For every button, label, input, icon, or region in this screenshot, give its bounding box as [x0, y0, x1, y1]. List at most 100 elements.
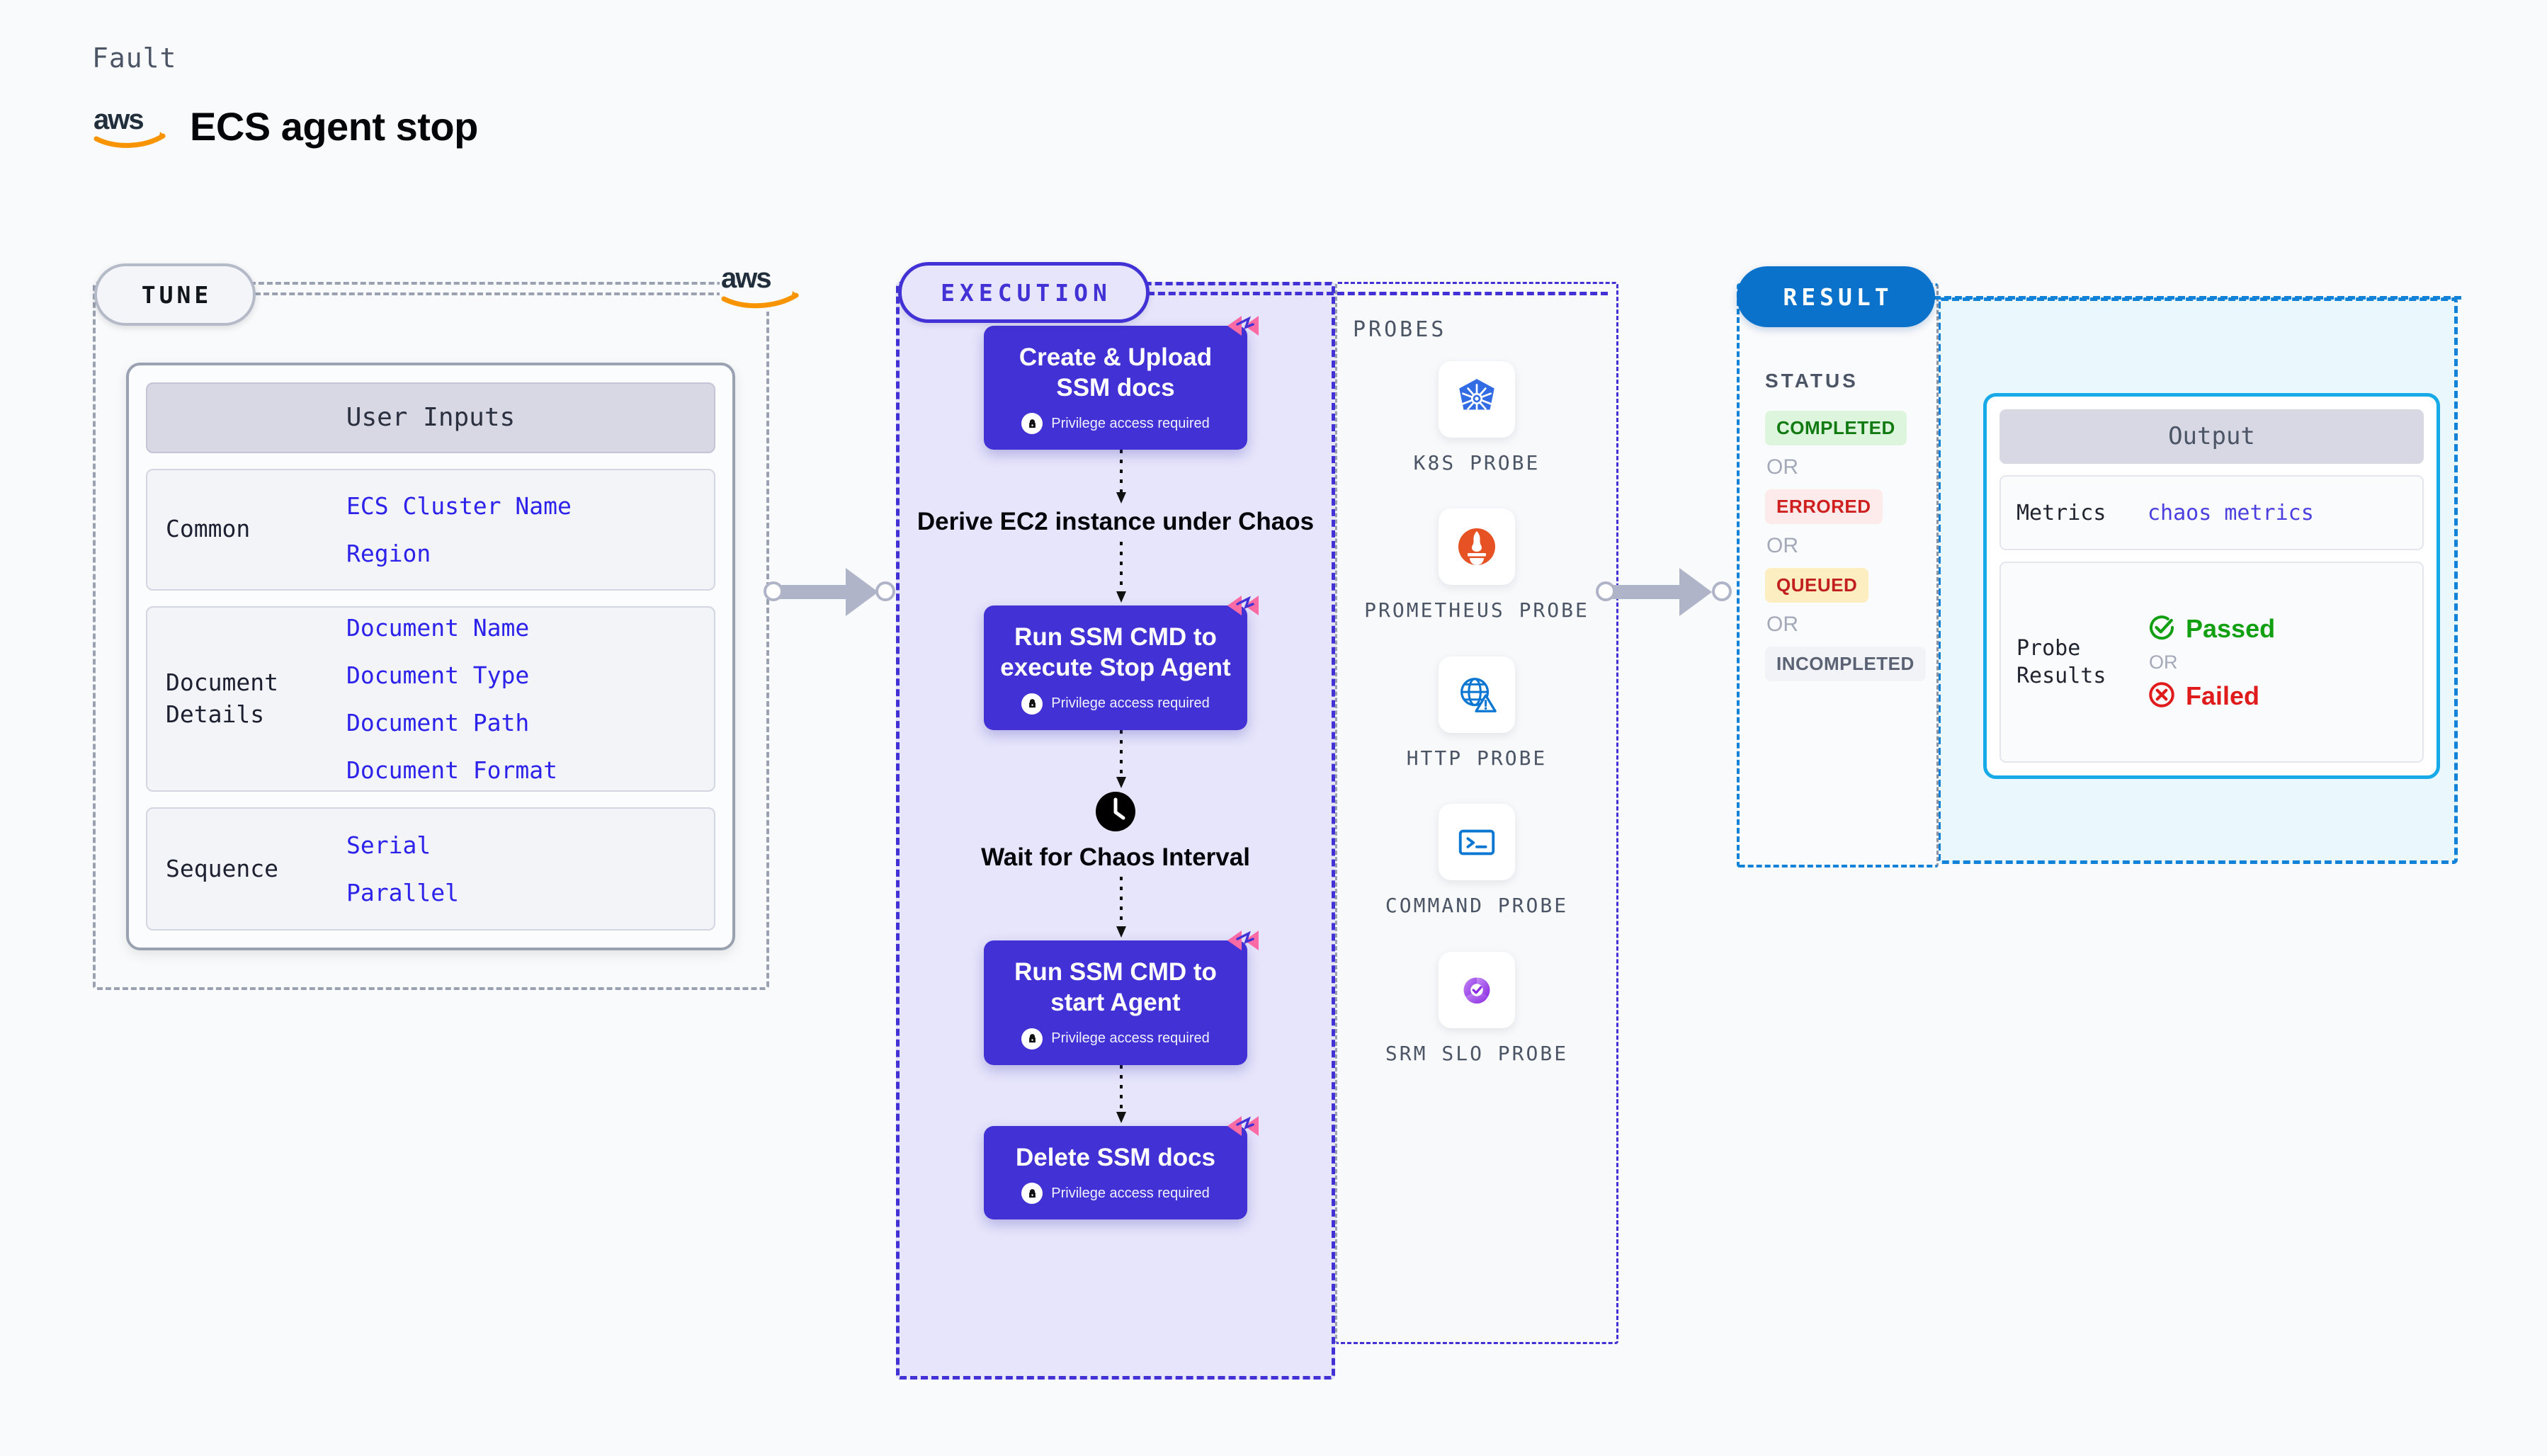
flow-step-start-agent[interactable]: Run SSM CMD to start Agent Privilege acc… [896, 931, 1335, 1125]
flow-connector [1114, 450, 1126, 506]
privilege-text: Privilege access required [1051, 1185, 1210, 1201]
privilege-text: Privilege access required [1051, 1030, 1210, 1047]
page-title: ECS agent stop [190, 104, 478, 149]
input-option[interactable]: Serial [346, 831, 431, 859]
http-globe-icon [1439, 656, 1515, 733]
probe-failed-text: Failed [2186, 681, 2260, 710]
flow-step-create-upload[interactable]: Create & Upload SSM docs Privilege acces… [896, 316, 1335, 506]
check-circle-icon [2148, 613, 2176, 644]
probes-title: PROBES [1353, 317, 1447, 342]
harness-flag-icon [1225, 1110, 1261, 1147]
probe-passed-text: Passed [2186, 613, 2276, 643]
group-label: Common [166, 515, 251, 543]
input-option[interactable]: ECS Cluster Name [346, 491, 572, 520]
lock-icon [1021, 693, 1043, 715]
probe-label: SRM SLO PROBE [1385, 1041, 1569, 1065]
step-title: Wait for Chaos Interval [981, 843, 1250, 871]
probes-region [1335, 282, 1618, 1344]
step-title: Delete SSM docs [1015, 1143, 1216, 1171]
harness-flag-icon [1225, 590, 1261, 627]
status-badge-queued: QUEUED [1765, 568, 1869, 603]
lock-icon [1021, 1028, 1043, 1050]
step-card[interactable]: Run SSM CMD to start Agent Privilege acc… [984, 931, 1259, 1065]
input-option[interactable]: Document Format [346, 756, 558, 784]
probe-item-command[interactable]: COMMAND PROBE [1335, 804, 1618, 918]
kubernetes-icon [1439, 361, 1515, 438]
arrow-execution-to-result [1596, 567, 1737, 616]
user-inputs-header: User Inputs [146, 382, 715, 453]
output-row-metrics: Metrics chaos metrics [1999, 474, 2424, 551]
flow-connector [1114, 729, 1126, 791]
probe-result-failed: Failed [2148, 681, 2275, 712]
group-values: Document Name Document Type Document Pat… [346, 614, 557, 784]
lock-icon [1021, 1183, 1043, 1205]
tune-region [93, 282, 769, 990]
execution-flow: Create & Upload SSM docs Privilege acces… [896, 316, 1335, 1220]
svg-text:aws: aws [93, 105, 143, 135]
lock-icon [1021, 413, 1043, 435]
terminal-icon [1439, 804, 1515, 881]
probe-result-passed: Passed [2148, 613, 2275, 644]
step-title: Derive EC2 instance under Chaos [917, 508, 1315, 536]
step-card[interactable]: Run SSM CMD to execute Stop Agent Privil… [984, 596, 1259, 730]
svg-text:aws: aws [721, 263, 771, 294]
probe-label: PROMETHEUS PROBE [1364, 598, 1589, 622]
arrow-tune-to-execution [764, 567, 898, 616]
harness-flag-icon [1225, 925, 1261, 962]
probe-item-prometheus[interactable]: PROMETHEUS PROBE [1335, 508, 1618, 623]
status-badge-errored: ERRORED [1765, 489, 1883, 524]
metrics-value[interactable]: chaos metrics [2148, 500, 2314, 525]
tune-top-divider [255, 292, 722, 295]
srm-slo-icon [1439, 951, 1515, 1028]
prometheus-icon [1439, 508, 1515, 586]
input-option[interactable]: Region [346, 539, 431, 567]
or-label: OR [2149, 651, 2178, 673]
status-list: COMPLETED OR ERRORED OR QUEUED OR INCOMP… [1765, 411, 1928, 681]
probe-results-values: Passed OR Failed [2148, 613, 2275, 712]
group-label: Document Details [166, 669, 278, 728]
clock-icon [1095, 791, 1136, 832]
privilege-row: Privilege access required [997, 693, 1235, 715]
input-option[interactable]: Document Type [346, 661, 530, 689]
group-values: ECS Cluster Name Region [346, 492, 572, 567]
aws-logo-icon: aws [92, 104, 171, 149]
privilege-row: Privilege access required [997, 1183, 1235, 1205]
status-title: STATUS [1765, 370, 1859, 392]
or-label: OR [1766, 455, 1798, 479]
step-card[interactable]: Create & Upload SSM docs Privilege acces… [984, 316, 1259, 450]
harness-flag-icon [1225, 310, 1261, 347]
aws-logo-icon: aws [720, 262, 805, 312]
title-row: aws ECS agent stop [92, 103, 478, 149]
step-title: Run SSM CMD to start Agent [1014, 958, 1217, 1016]
input-group-common: Common ECS Cluster Name Region [146, 468, 715, 591]
flow-step-delete-ssm[interactable]: Delete SSM docs Privilege access require… [896, 1115, 1335, 1220]
probe-item-k8s[interactable]: K8S PROBE [1335, 361, 1618, 476]
tune-badge[interactable]: TUNE [94, 263, 256, 326]
input-option[interactable]: Document Name [346, 613, 530, 642]
or-label: OR [1766, 613, 1798, 636]
flow-step-derive-ec2: Derive EC2 instance under Chaos [896, 506, 1335, 605]
or-label: OR [1766, 534, 1798, 557]
result-top-divider [1934, 296, 2461, 300]
page-header: Fault aws ECS agent stop [92, 42, 478, 149]
probe-item-srm-slo[interactable]: SRM SLO PROBE [1335, 951, 1618, 1067]
input-option[interactable]: Parallel [346, 878, 459, 906]
fault-kicker: Fault [92, 42, 177, 74]
probes-list: K8S PROBE PROMETHEUS PROBE [1335, 361, 1618, 1099]
probe-item-http[interactable]: HTTP PROBE [1335, 656, 1618, 771]
execution-badge[interactable]: EXECUTION [898, 262, 1150, 323]
probe-results-label: Probe Results [2016, 636, 2106, 689]
step-title: Create & Upload SSM docs [1019, 343, 1213, 402]
flow-step-stop-agent[interactable]: Run SSM CMD to execute Stop Agent Privil… [896, 596, 1335, 791]
input-option[interactable]: Document Path [346, 708, 530, 736]
result-badge[interactable]: RESULT [1737, 266, 1935, 327]
user-inputs-card: User Inputs Common ECS Cluster Name Regi… [126, 363, 735, 950]
step-card[interactable]: Delete SSM docs Privilege access require… [984, 1115, 1259, 1220]
execution-top-divider [1147, 292, 1608, 295]
output-header: Output [1999, 409, 2424, 464]
output-row-probe-results: Probe Results Passed OR [1999, 562, 2424, 763]
status-badge-incompleted: INCOMPLETED [1765, 647, 1926, 681]
input-group-document-details: Document Details Document Name Document … [146, 605, 715, 792]
probe-label: HTTP PROBE [1406, 746, 1548, 770]
status-badge-completed: COMPLETED [1765, 411, 1907, 445]
